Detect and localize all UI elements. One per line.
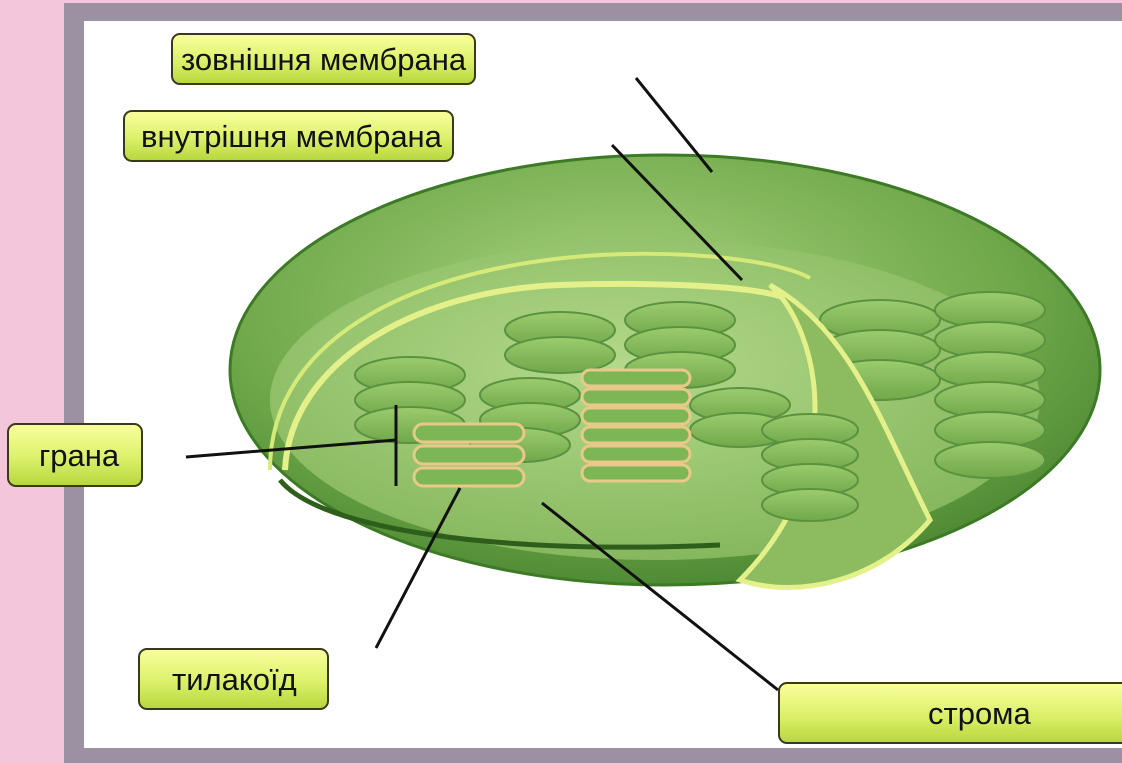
label-thylakoid: тилакоїд <box>138 648 329 710</box>
label-stroma: строма <box>778 682 1122 744</box>
label-inner-membrane: внутрішня мембрана <box>123 110 454 162</box>
label-granum: грана <box>7 423 143 487</box>
highlighted-granum-left <box>414 424 524 486</box>
label-outer-membrane: зовнішня мембрана <box>171 33 476 85</box>
highlighted-granum-center <box>582 370 690 481</box>
